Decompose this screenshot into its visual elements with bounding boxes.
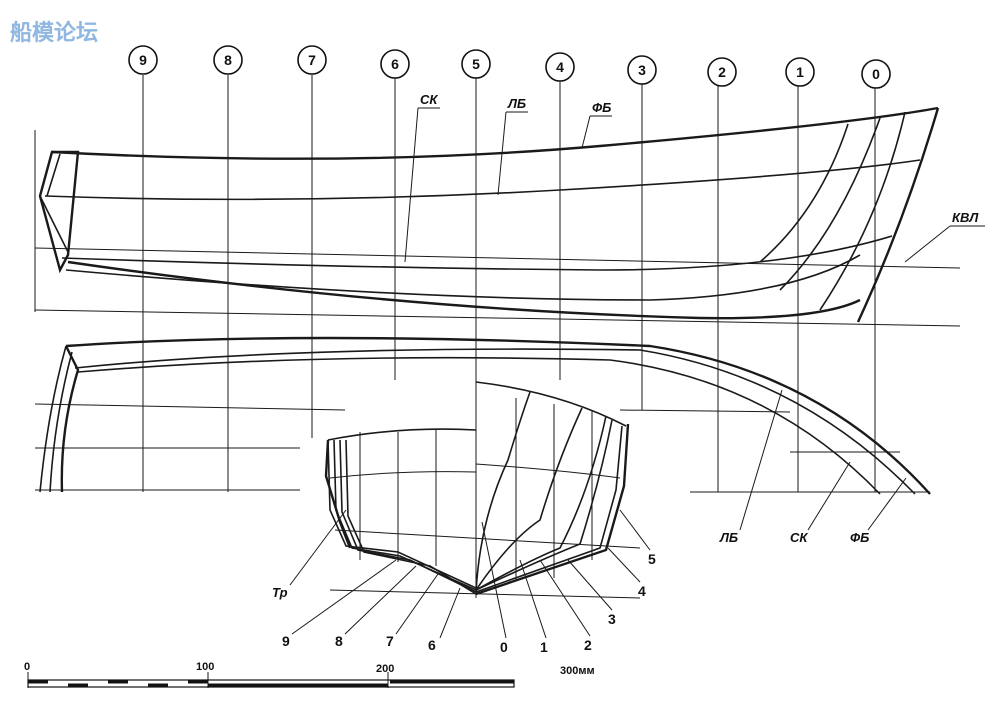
svg-text:1: 1 [796,64,804,80]
svg-text:СК: СК [790,530,808,545]
station-marker-8: 8 [213,45,243,75]
station-marker-5: 5 [461,49,491,79]
section-3 [475,419,613,591]
section-0 [475,391,531,593]
svg-text:9: 9 [282,633,290,649]
plan-labels: ЛБ СК ФБ [719,389,907,545]
svg-text:8: 8 [224,52,232,68]
svg-text:0: 0 [500,639,508,655]
svg-text:Тр: Тр [272,585,288,600]
svg-text:6: 6 [428,637,436,653]
section-6 [345,439,477,595]
svg-text:0: 0 [24,661,30,673]
svg-text:5: 5 [472,56,480,72]
section-4 [475,425,623,593]
station-marker-9: 9 [128,45,158,75]
svg-text:9: 9 [139,52,147,68]
svg-text:2: 2 [584,637,592,653]
station-marker-6: 6 [380,49,410,79]
station-marker-0: 0 [861,59,891,89]
keel-line [67,260,861,320]
sheer-line-lb [44,159,921,201]
scale-bar: 0 100 200 300мм [24,661,595,688]
svg-text:300мм: 300мм [560,665,595,677]
body-plan-labels: Тр 9 8 7 6 0 1 2 3 4 5 [272,509,656,655]
half-breadth-view [34,336,931,495]
watermark-text: 船模论坛 [10,20,98,46]
plan-line-fb [65,336,931,495]
svg-text:6: 6 [391,56,399,72]
profile-labels: СК ЛБ ФБ КВЛ [404,92,985,263]
baseline [34,309,961,327]
svg-text:ЛБ: ЛБ [719,530,738,545]
svg-text:3: 3 [608,611,616,627]
plan-line-lb [74,348,916,495]
stem-line [856,107,940,323]
section-2 [475,415,607,591]
station-marker-3: 3 [627,55,657,85]
svg-text:ФБ: ФБ [850,530,869,545]
section-9 [327,439,477,589]
station-markers: 9 8 7 6 5 4 3 2 1 0 [128,45,891,89]
svg-text:5: 5 [648,551,656,567]
plan-line-sk [77,356,881,495]
svg-text:СК: СК [420,92,438,107]
svg-text:7: 7 [308,52,316,68]
section-1 [475,407,583,591]
svg-text:1: 1 [540,639,548,655]
station-marker-1: 1 [785,57,815,87]
svg-text:КВЛ: КВЛ [952,210,979,225]
svg-text:ФБ: ФБ [592,100,611,115]
chine-line-sk [61,235,893,271]
station-marker-2: 2 [707,57,737,87]
profile-view [34,106,961,327]
section-8 [333,439,477,591]
station-marker-4: 4 [545,52,575,82]
section-5 [475,423,630,596]
svg-text:200: 200 [376,663,394,675]
section-7 [339,439,477,593]
svg-text:100: 100 [196,661,214,673]
svg-text:ЛБ: ЛБ [507,96,526,111]
transom-profile [38,150,80,274]
svg-text:3: 3 [638,62,646,78]
station-lines [142,75,876,492]
station-marker-7: 7 [297,45,327,75]
waterline-kvl [34,247,961,269]
svg-text:2: 2 [718,64,726,80]
svg-text:4: 4 [638,583,646,599]
svg-text:4: 4 [556,59,564,75]
svg-text:0: 0 [872,66,880,82]
svg-text:7: 7 [386,633,394,649]
sheer-line-fb [51,106,939,160]
body-plan-view [324,380,641,599]
svg-text:8: 8 [335,633,343,649]
